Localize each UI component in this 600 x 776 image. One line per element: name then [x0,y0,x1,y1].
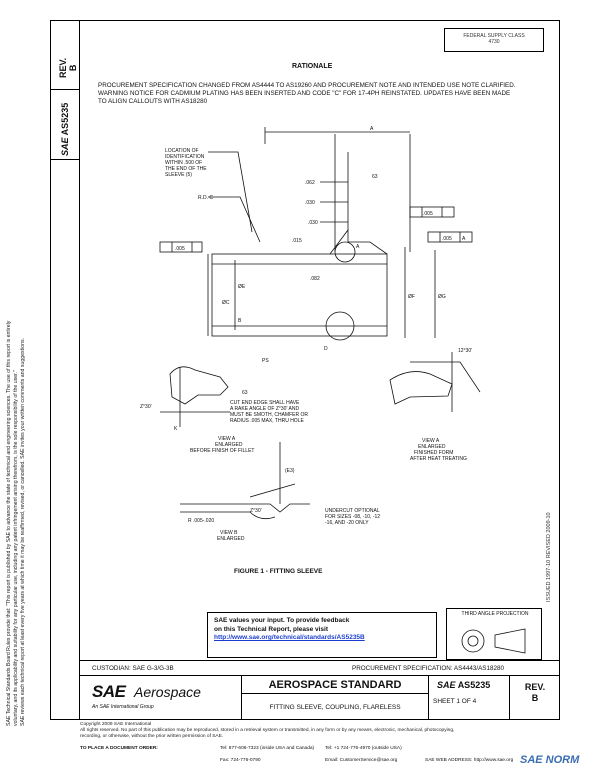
finish-symbol-63: 63 [372,174,378,180]
sae-aerospace-logo: SAE Aerospace An SAE International Group [80,676,242,720]
angle-30-label: Z°30' [140,404,152,410]
k-label: K [174,426,178,432]
federal-supply-class-box: FEDERAL SUPPLY CLASS 4730 [444,28,544,52]
strip-rev-cell: REV. B [50,20,80,90]
dim-062-label: .062 [305,180,315,186]
rev-cell: REV. B [510,676,560,720]
drawing-frame [50,20,560,720]
rev-label: REV. [524,682,546,692]
rd-label: R.D. C [198,195,213,201]
feedback-line-2: on this Technical Report, please visit [214,625,329,633]
rev-value: B [531,693,539,703]
view-a-before-shape [169,366,229,405]
tol-a: A [462,236,466,242]
rationale-text: PROCUREMENT SPECIFICATION CHANGED FROM A… [98,82,516,105]
label-a2: A [356,244,360,250]
strip-rev-label: REV. [58,57,68,78]
doc-number-cell: SAE AS5235 SHEET 1 OF 4 [428,676,510,720]
side-note-line-1: SAE Technical Standards Board Rules prov… [6,320,12,726]
ref-63-label: 63 [242,390,248,396]
strip-sae-logo: SAE [60,137,70,156]
rationale-heading: RATIONALE [292,63,333,70]
supply-class-label: FEDERAL SUPPLY CLASS [463,33,525,39]
document-title: FITTING SLEEVE, COUPLING, FLARELESS [269,704,401,711]
order-web: SAE WEB ADDRESS: http://www.sae.org [425,758,514,763]
copyright-line-2: All rights reserved. No part of this pub… [80,728,455,733]
order-label: TO PLACE A DOCUMENT ORDER: [80,746,158,751]
title-block: SAE Aerospace An SAE International Group… [80,676,560,720]
sleeve-body [211,253,388,337]
dim-a-label: A [370,126,374,132]
doc-number: AS5235 [457,680,491,690]
r-range-label: R .005-.020 [188,518,214,524]
dia-f: ØF [408,294,415,300]
view-b-shape [180,503,310,513]
tol-005a: .005 [175,246,185,252]
copyright-line-1: Copyright 2009 SAE International [80,722,152,727]
strip-doc-cell: SAE AS5235 [50,90,80,160]
order-fax: Fax: 724-776-0790 [220,758,261,763]
feedback-link[interactable]: http://www.sae.org/technical/standards/A… [214,634,365,641]
ref-e3-label: (E3) [285,468,295,474]
order-tel-2: Tel: +1 724-776-4970 (outside USA) [325,746,402,751]
dim-030b-label: .030 [308,220,318,226]
standard-heading: AEROSPACE STANDARD [242,676,428,694]
dia-g: ØG [438,294,446,300]
issue-date-note: ISSUED 1997-10 REVISED 2009-10 [544,512,556,612]
supply-class-value: 4730 [488,39,500,45]
left-title-strip: REV. B SAE AS5235 [50,20,80,720]
order-tel-1: Tel: 877-606-7323 (inside USA and Canada… [220,746,315,751]
dim-015-label: .015 [292,238,302,244]
angle-12-label: 12°30' [458,348,472,354]
order-info: TO PLACE A DOCUMENT ORDER: Tel: 877-606-… [80,746,550,768]
dim-082-label: .082 [310,276,320,282]
sae-norm-watermark: SAE NORM [520,754,580,766]
label-b: B [238,318,242,324]
side-note-line-2: voluntary, and its applicability and sui… [13,370,19,726]
sleeve-flare [329,228,388,255]
dia-e: ØE [238,284,246,290]
view-a-after-shape [389,371,453,405]
copyright-line-3: recording, or otherwise, without the pri… [80,734,224,739]
tol-005b: .005 [423,211,433,217]
label-d: D [324,346,328,352]
strip-doc-number: AS5235 [60,102,70,136]
logo-intl: An SAE International Group [92,704,154,710]
projection-symbol-icon [461,628,526,654]
logo-aerospace: Aerospace [134,684,201,700]
feedback-line-1: SAE values your input. To provide feedba… [214,617,350,624]
dim-030-label: .030 [305,200,315,206]
side-note-line-3: SAE reviews each technical report at lea… [20,338,26,726]
doc-sae: SAE [437,680,456,690]
procurement-text: PROCUREMENT SPECIFICATION: AS4443/AS1828… [352,665,504,672]
order-email: Email: CustomerService@sae.org [325,758,398,763]
projection-box: THIRD ANGLE PROJECTION [446,608,542,660]
feedback-box: SAE values your input. To provide feedba… [207,612,437,658]
logo-sae: SAE [92,682,126,701]
custodian-text: CUSTODIAN: SAE G-3/G-3B [92,665,174,672]
sheet-number: SHEET 1 OF 4 [433,698,477,705]
angle-30b-label: Z°30' [250,508,262,514]
copyright-notice: Copyright 2009 SAE International All rig… [80,722,550,740]
terms-side-note: SAE Technical Standards Board Rules prov… [6,321,46,736]
issue-date-text: ISSUED 1997-10 REVISED 2009-10 [546,512,552,602]
strip-rev-value: B [68,64,78,72]
custodian-row: CUSTODIAN: SAE G-3/G-3B PROCUREMENT SPEC… [80,660,560,676]
tol-005c: .005 [442,236,452,242]
projection-label: THIRD ANGLE PROJECTION [461,611,529,617]
dia-c: ØC [222,300,230,306]
ps-label: PS [262,358,269,364]
figure-caption: FIGURE 1 - FITTING SLEEVE [234,568,323,575]
